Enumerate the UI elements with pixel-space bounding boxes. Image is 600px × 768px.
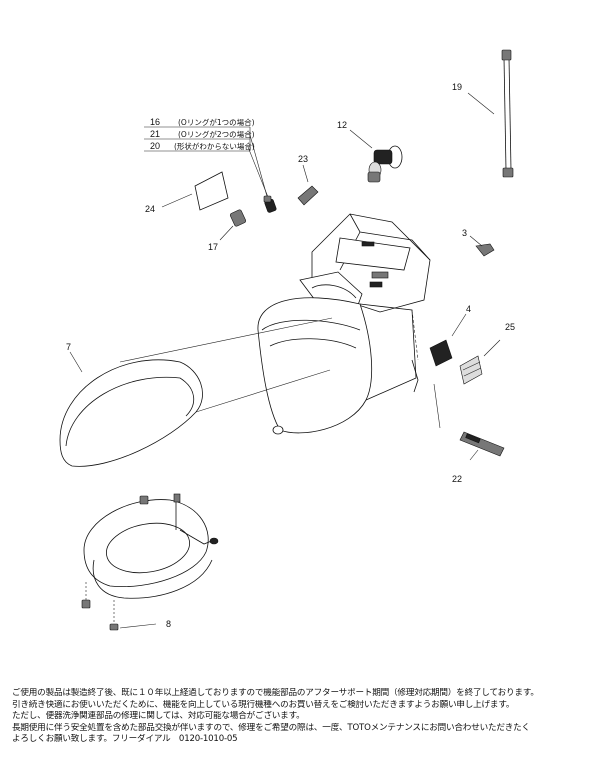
exploded-parts-diagram: 19 12 16 (Oリングが1つの場合) 21 (Oリングが2つの場合) 20… [59, 49, 515, 631]
part-22-remote: 22 [433, 383, 505, 484]
part-23-bracket: 23 [297, 154, 319, 206]
part-label-12: 12 [337, 120, 347, 130]
part-25-mesh-filter: 25 [459, 322, 515, 385]
part-3-clip: 3 [462, 228, 495, 257]
part-label-8: 8 [166, 619, 171, 629]
notice-line-1: ご使用の製品は製造終了後、既に１０年以上経過しておりますので機能部品のアフターサ… [12, 688, 539, 698]
part-label-25: 25 [505, 322, 515, 332]
part-label-24: 24 [145, 204, 155, 214]
notice-line-5: よろしくお願い致します。フリーダイアル 0120-1010-05 [12, 734, 238, 745]
part-17-fitting: 17 [208, 209, 247, 252]
legend-num-20: 20 [150, 141, 160, 151]
notice-line-2: 引き続き快適にお使いいただくために、機能を向上している現行機種へのお買い替えをご… [12, 699, 515, 710]
part-19-supply-hose: 19 [452, 49, 514, 178]
part-4-filter: 4 [429, 304, 471, 367]
legend-table: 16 (Oリングが1つの場合) 21 (Oリングが2つの場合) 20 (形状がわ… [144, 117, 277, 213]
notice-line-4: 長期使用に伴う安全処置を含めた部品交換が伴いますので、修理をご希望の際は、一度、… [12, 722, 530, 733]
part-label-23: 23 [298, 154, 308, 164]
support-notice: ご使用の製品は製造終了後、既に１０年以上経過しておりますので機能部品のアフターサ… [12, 688, 594, 746]
legend-text-21: (Oリングが2つの場合) [178, 129, 255, 139]
part-label-3: 3 [462, 228, 467, 238]
part-label-7: 7 [66, 342, 71, 352]
part-label-4: 4 [466, 304, 471, 314]
part-12-stop-valve: 12 [337, 120, 403, 183]
legend-text-16: (Oリングが1つの場合) [178, 117, 255, 127]
part-label-22: 22 [452, 474, 462, 484]
toilet-body [257, 213, 431, 435]
part-8-seat-ring: 8 [81, 493, 219, 631]
legend-num-21: 21 [150, 129, 160, 139]
legend-num-16: 16 [150, 117, 160, 127]
legend-text-20: (形状がわからない場合) [174, 141, 255, 151]
part-7-seat-lid: 7 [59, 317, 333, 467]
part-label-19: 19 [452, 82, 462, 92]
part-label-17: 17 [208, 242, 218, 252]
notice-line-3: ただし、便器洗浄関連部品の修理に関しては、対応可能な場合がございます。 [12, 711, 305, 722]
part-24-gasket-plate: 24 [145, 171, 229, 214]
